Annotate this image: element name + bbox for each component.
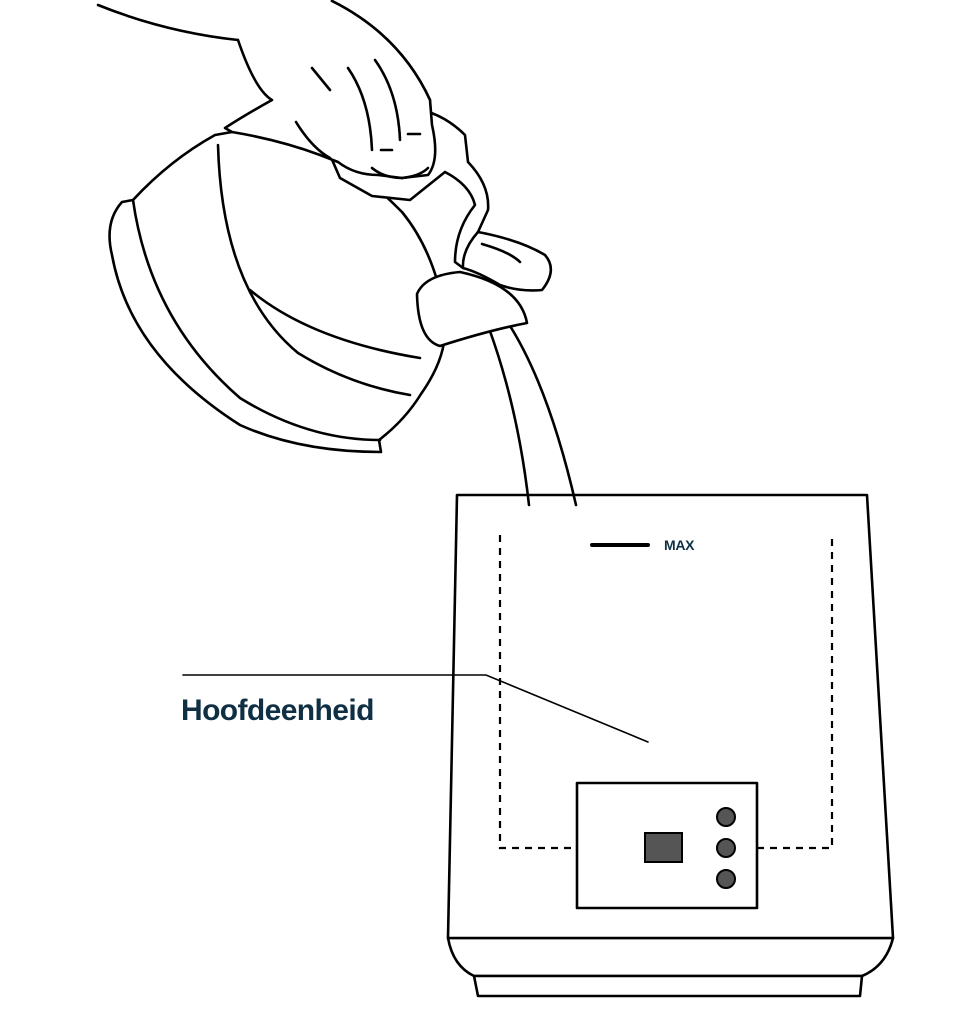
unit-base-foot	[472, 974, 864, 998]
callout-label: Hoofdeenheid	[181, 694, 374, 727]
thumb	[461, 230, 553, 292]
main-unit-callout: Hoofdeenheid	[181, 674, 649, 743]
max-label: MAX	[664, 537, 695, 553]
control-button-top[interactable]	[716, 807, 736, 827]
water-tank-outline	[498, 535, 834, 850]
forearm	[96, 3, 240, 42]
unit-base	[446, 936, 895, 978]
kettle-spout	[415, 270, 529, 348]
main-unit: MAX	[446, 493, 895, 998]
control-panel	[575, 781, 759, 910]
hand	[96, 0, 553, 292]
kettle	[108, 106, 529, 454]
callout-leader-line	[182, 674, 649, 743]
display-screen	[644, 832, 683, 863]
control-button-middle[interactable]	[716, 838, 736, 858]
unit-body	[446, 493, 895, 940]
control-button-bottom[interactable]	[716, 869, 736, 889]
